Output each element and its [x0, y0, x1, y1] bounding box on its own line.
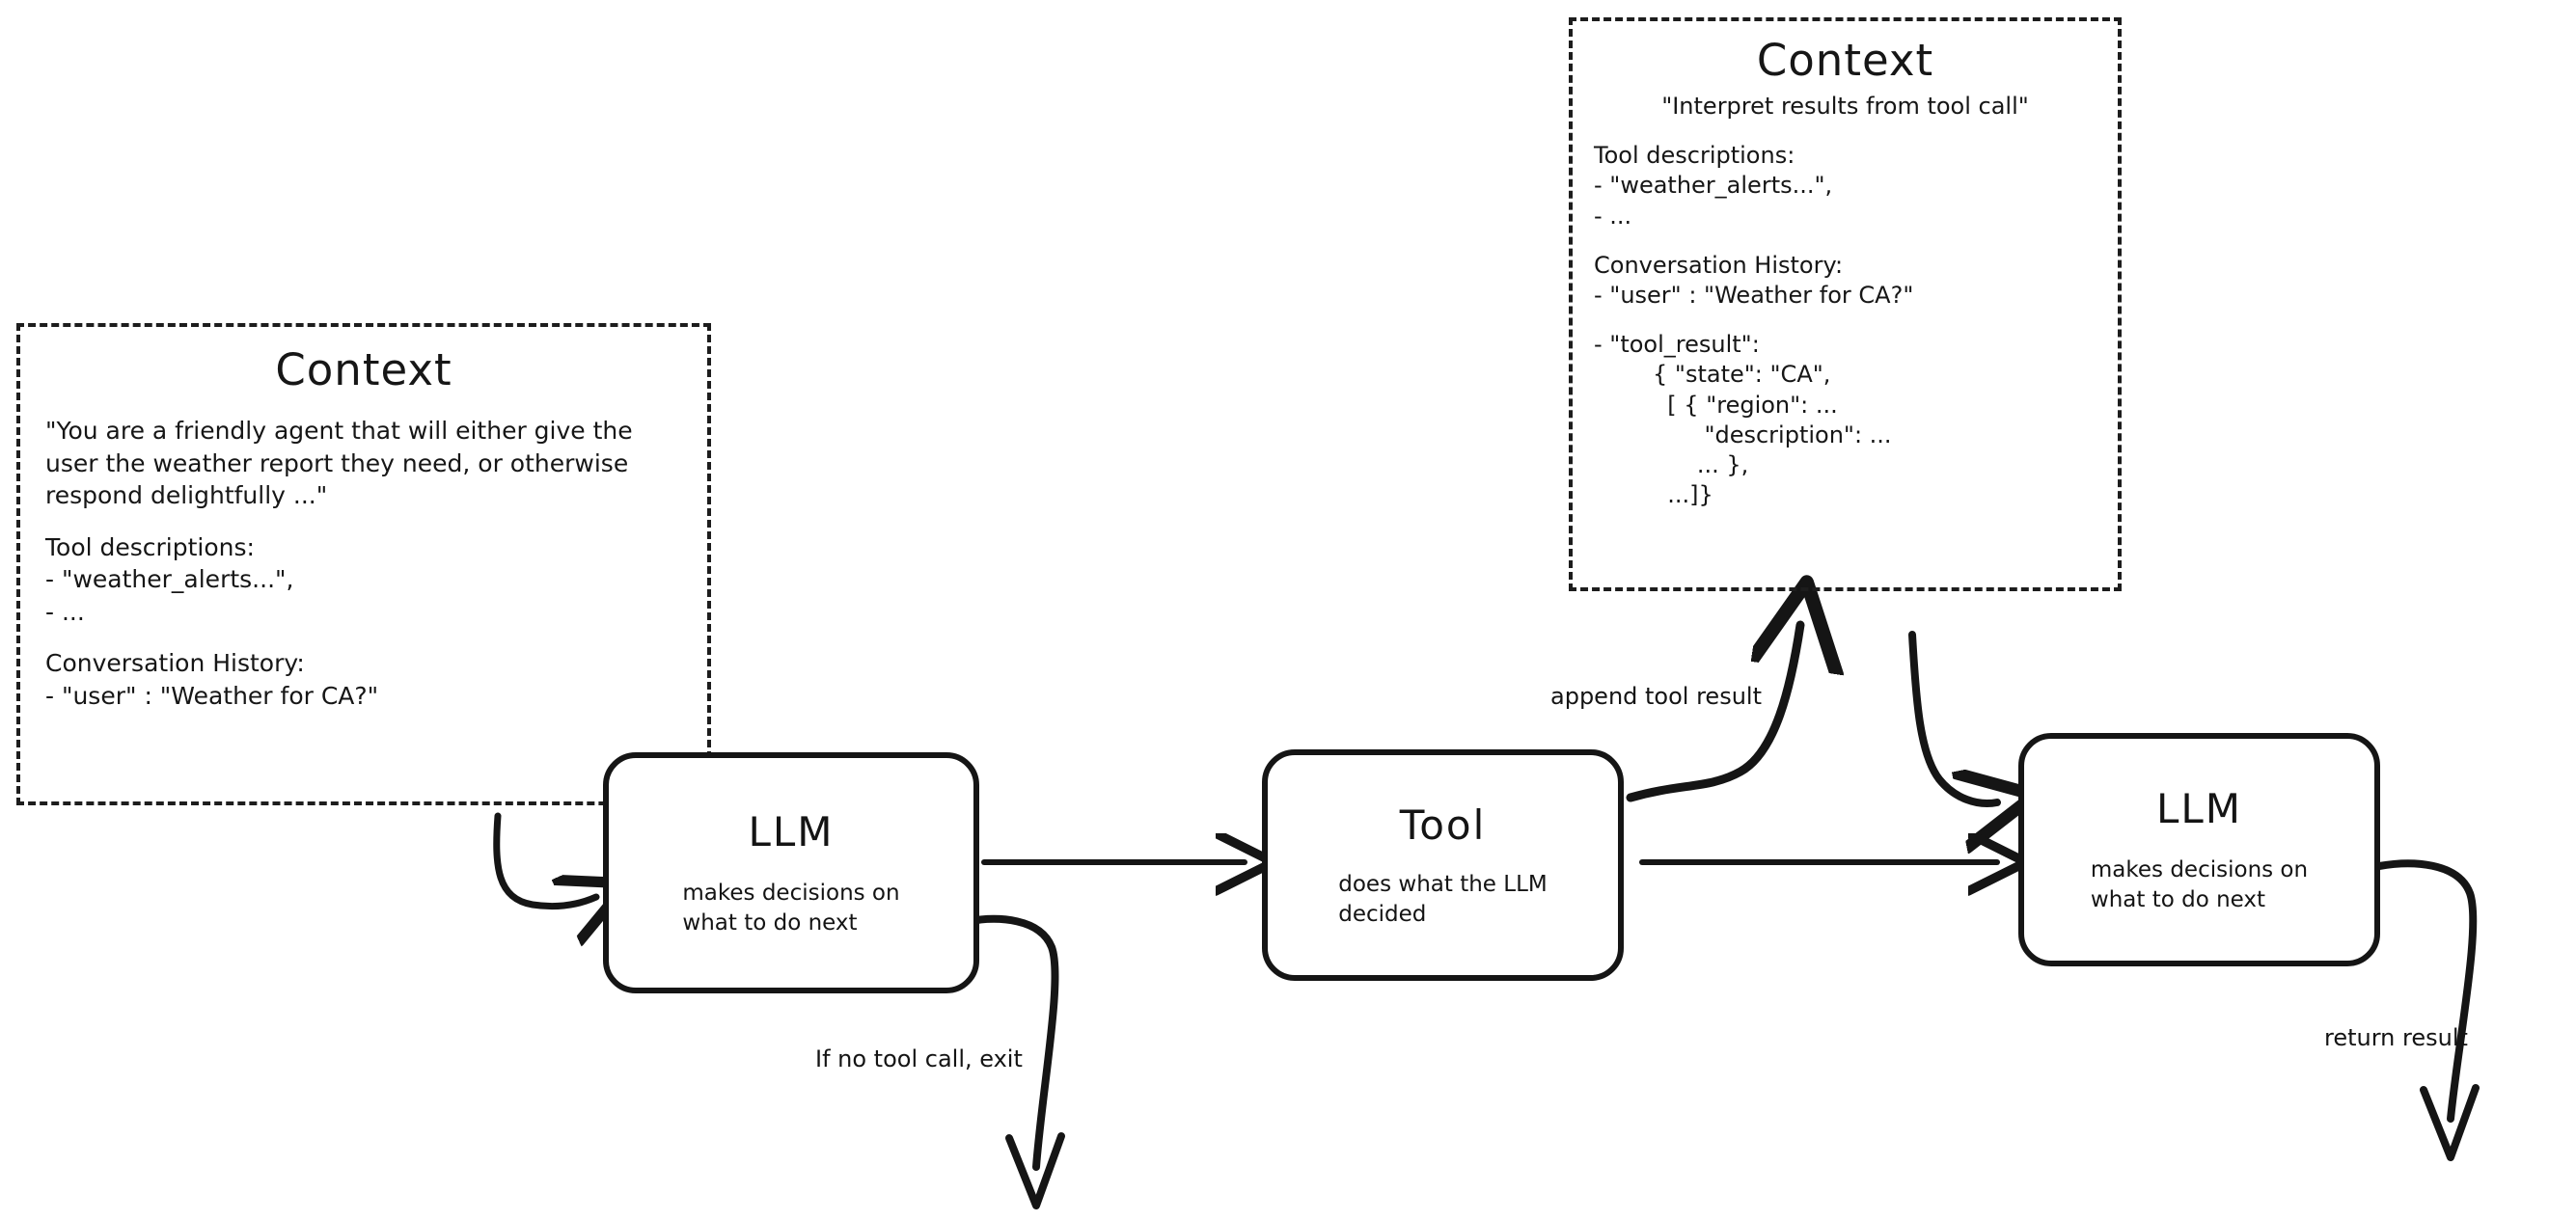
node-llm-left[interactable]: LLM makes decisions on what to do next: [603, 752, 979, 993]
edge-context-right-to-llm-right: [1908, 631, 1997, 803]
context-left-conversation-heading: Conversation History:: [45, 649, 305, 677]
context-box-right: Context "Interpret results from tool cal…: [1569, 17, 2122, 591]
spacer: [45, 512, 682, 531]
context-right-conversation-lines: - "user" : "Weather for CA?": [1594, 281, 1914, 309]
node-tool-title: Tool: [1399, 800, 1487, 849]
node-llm-left-subtitle: makes decisions on what to do next: [682, 880, 900, 936]
context-right-title: Context: [1756, 35, 1934, 86]
context-right-tool-result-lines: - "tool_result": { "state": "CA", [ { "r…: [1594, 331, 1892, 509]
spacer: [45, 395, 682, 415]
node-llm-left-title: LLM: [748, 807, 835, 855]
context-right-tool-descriptions-heading: Tool descriptions:: [1594, 142, 1795, 170]
edge-llm-right-return: [2375, 859, 2480, 1161]
context-box-left: Context "You are a friendly agent that w…: [16, 323, 711, 805]
node-llm-right-title: LLM: [2155, 784, 2243, 832]
edge-label-if-no-tool-call-exit: If no tool call, exit: [815, 1045, 1023, 1072]
context-left-conversation-lines: - "user" : "Weather for CA?": [45, 681, 379, 710]
spacer: [1594, 122, 2096, 141]
spacer: [45, 628, 682, 647]
node-tool[interactable]: Tool does what the LLM decided: [1262, 749, 1624, 981]
context-left-tool-descriptions-lines: - "weather_alerts...", - ...: [45, 565, 294, 626]
context-left-system-prompt: "You are a friendly agent that will eith…: [45, 417, 641, 509]
node-llm-right[interactable]: LLM makes decisions on what to do next: [2018, 733, 2380, 966]
edge-context-to-llm-left: [493, 812, 596, 907]
context-left-title: Context: [275, 344, 452, 395]
node-llm-right-subtitle: makes decisions on what to do next: [2090, 856, 2309, 912]
edge-tool-to-context-right: [1626, 625, 1800, 802]
spacer: [1594, 231, 2096, 251]
context-right-conversation-heading: Conversation History:: [1594, 251, 1844, 279]
context-left-tool-descriptions-heading: Tool descriptions:: [45, 532, 255, 561]
edge-label-return-result: return result: [2324, 1024, 2468, 1051]
edge-label-append-tool-result: append tool result: [1550, 683, 1762, 710]
spacer: [1594, 311, 2096, 330]
context-right-tool-descriptions-lines: - "weather_alerts...", - ...: [1594, 172, 1833, 230]
context-right-system-prompt: "Interpret results from tool call": [1661, 93, 2029, 120]
node-tool-subtitle: does what the LLM decided: [1338, 871, 1548, 927]
